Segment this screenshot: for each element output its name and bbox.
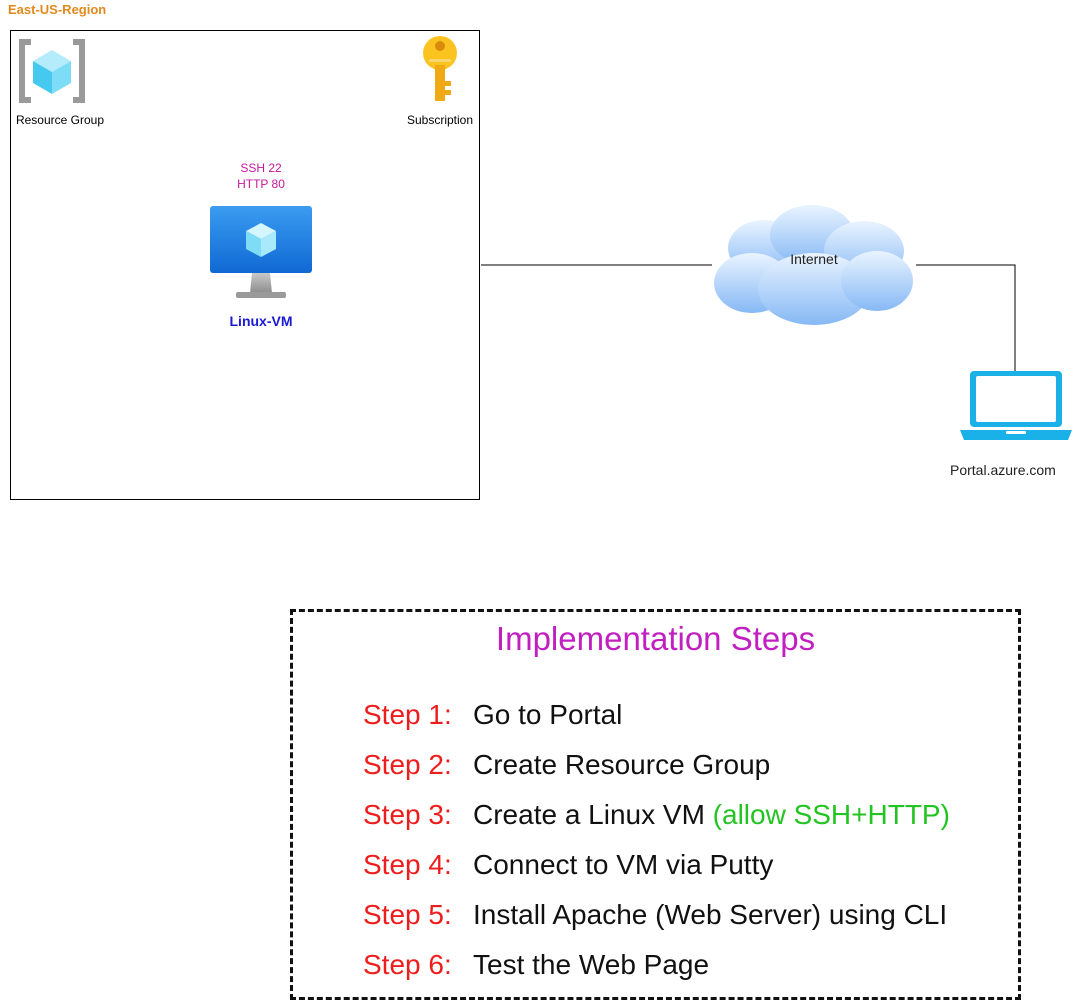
step-number: Step 3:	[363, 799, 452, 830]
steps-title: Implementation Steps	[495, 620, 816, 657]
step-row: Step 2: Create Resource Group	[363, 748, 770, 782]
key-icon	[423, 36, 457, 101]
step-number: Step 6:	[363, 949, 452, 980]
subscription-label: Subscription	[406, 113, 474, 127]
vm-label: Linux-VM	[229, 313, 293, 329]
step-text: Create a Linux VM	[473, 799, 713, 830]
step-row: Step 5: Install Apache (Web Server) using…	[363, 898, 947, 932]
resource-group-icon	[19, 39, 85, 103]
step-number: Step 1:	[363, 699, 452, 730]
step-number: Step 4:	[363, 849, 452, 880]
step-number: Step 2:	[363, 749, 452, 780]
step-text: Go to Portal	[473, 699, 623, 730]
resource-group-label: Resource Group	[15, 113, 105, 127]
implementation-steps-panel	[290, 609, 1021, 1000]
port-ssh-label: SSH 22	[240, 161, 282, 175]
step-row: Step 6: Test the Web Page	[363, 948, 709, 982]
internet-to-laptop-connector	[916, 264, 1016, 372]
laptop-icon	[960, 371, 1072, 440]
step-row: Step 3: Create a Linux VM (allow SSH+HTTP…	[363, 798, 950, 832]
cloud-icon	[714, 205, 913, 325]
internet-label: Internet	[790, 251, 838, 267]
step-text: Create Resource Group	[473, 749, 771, 780]
step-number: Step 5:	[363, 899, 452, 930]
step-text: Test the Web Page	[473, 949, 710, 980]
client-label: Portal.azure.com	[950, 462, 1056, 478]
virtual-machine-icon	[210, 206, 312, 298]
step-text: Install Apache (Web Server) using CLI	[473, 899, 948, 930]
step-row: Step 1: Go to Portal	[363, 698, 622, 732]
step-note: (allow SSH+HTTP)	[712, 799, 950, 830]
port-http-label: HTTP 80	[237, 177, 285, 191]
step-text: Connect to VM via Putty	[473, 849, 774, 880]
region-label: East-US-Region	[8, 2, 107, 17]
step-row: Step 4: Connect to VM via Putty	[363, 848, 773, 882]
